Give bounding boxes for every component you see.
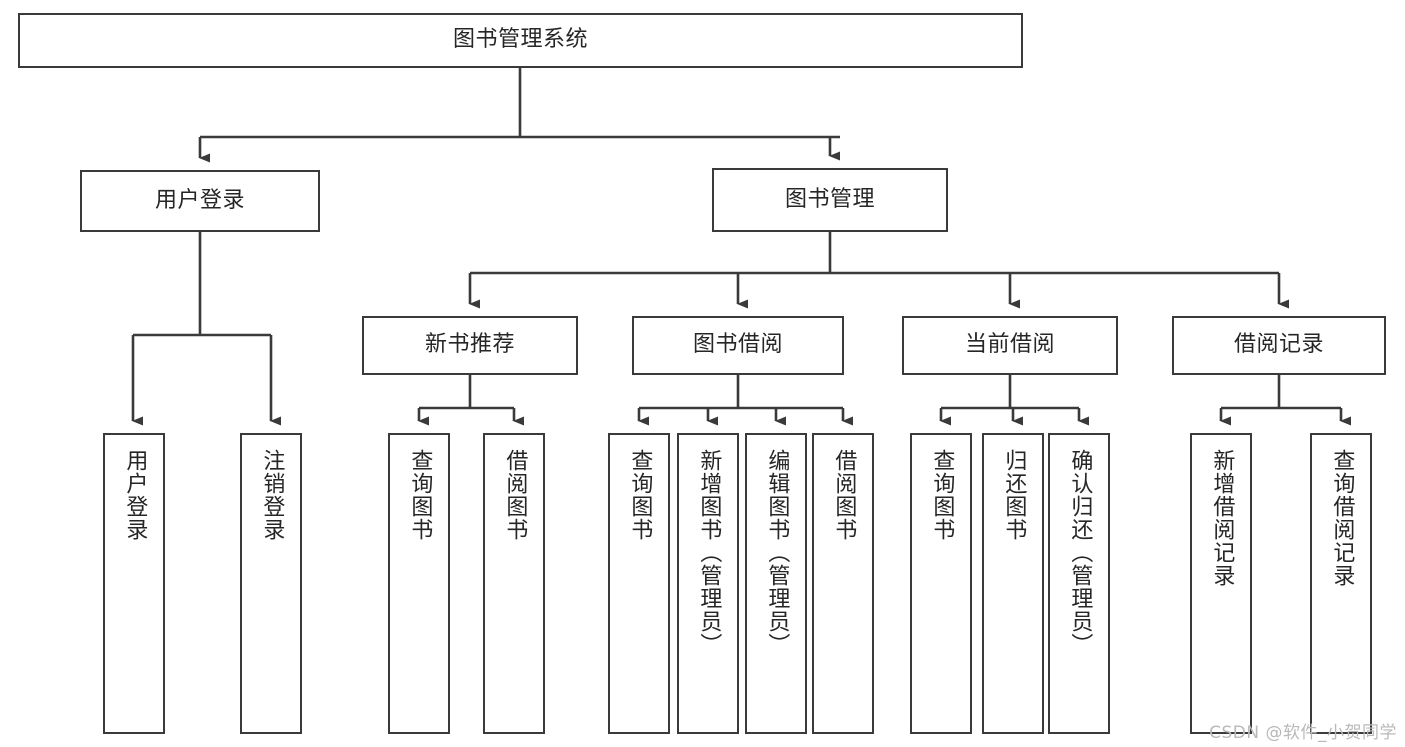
node-leaf-label: 注销登录 (259, 449, 285, 541)
node-leaf-add-book-admin[interactable]: 新增图书（管理员） (677, 433, 739, 734)
node-leaf-logout[interactable]: 注销登录 (240, 433, 302, 734)
node-leaf-return-book[interactable]: 归还图书 (982, 433, 1044, 734)
node-book-borrow[interactable]: 图书借阅 (632, 316, 844, 375)
node-leaf-label: 用户登录 (122, 449, 148, 541)
node-borrow-record[interactable]: 借阅记录 (1172, 316, 1386, 375)
node-leaf-borrow-book-a[interactable]: 借阅图书 (483, 433, 545, 734)
node-leaf-query-book-c[interactable]: 查询图书 (910, 433, 972, 734)
node-book-management[interactable]: 图书管理 (712, 168, 948, 232)
node-leaf-label: 借阅图书 (831, 449, 857, 541)
node-user-login[interactable]: 用户登录 (80, 170, 320, 232)
node-leaf-label: 查询图书 (929, 449, 955, 541)
node-leaf-label: 查询借阅记录 (1329, 449, 1355, 587)
node-leaf-label: 新增图书（管理员） (696, 449, 722, 656)
node-leaf-user-login[interactable]: 用户登录 (103, 433, 165, 734)
node-new-book-recommend[interactable]: 新书推荐 (362, 316, 578, 375)
node-leaf-label: 借阅图书 (502, 449, 528, 541)
node-leaf-label: 查询图书 (627, 449, 653, 541)
node-leaf-label: 归还图书 (1001, 449, 1027, 541)
node-leaf-add-borrow-record[interactable]: 新增借阅记录 (1190, 433, 1252, 734)
node-leaf-label: 新增借阅记录 (1209, 449, 1235, 587)
watermark-text: CSDN @软件_小贺同学 (1209, 723, 1397, 743)
node-leaf-query-book-b[interactable]: 查询图书 (608, 433, 670, 734)
node-leaf-edit-book-admin[interactable]: 编辑图书（管理员） (745, 433, 807, 734)
node-leaf-query-book-a[interactable]: 查询图书 (388, 433, 450, 734)
node-current-borrow[interactable]: 当前借阅 (902, 316, 1118, 375)
node-leaf-label: 查询图书 (407, 449, 433, 541)
node-leaf-borrow-book-b[interactable]: 借阅图书 (812, 433, 874, 734)
node-leaf-label: 编辑图书（管理员） (764, 449, 790, 656)
node-leaf-confirm-return-admin[interactable]: 确认归还（管理员） (1048, 433, 1110, 734)
node-root-system[interactable]: 图书管理系统 (18, 13, 1023, 68)
node-leaf-query-borrow-record[interactable]: 查询借阅记录 (1310, 433, 1372, 734)
node-leaf-label: 确认归还（管理员） (1067, 449, 1093, 656)
